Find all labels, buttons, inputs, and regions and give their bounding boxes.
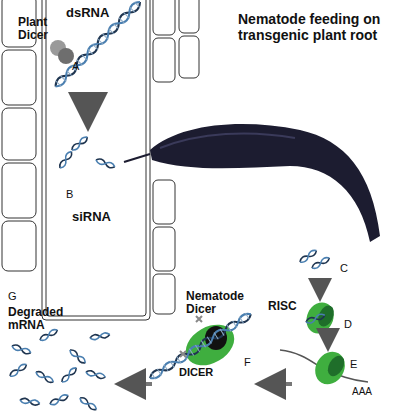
step-letter: A [72,60,86,72]
complex-label: RISC [268,300,308,313]
polya-label: AAA [352,386,382,397]
enzyme-label: DICER [178,366,214,378]
title-label: Nematode feeding on transgenic plant roo… [238,12,398,43]
step-letter: C [340,262,354,274]
step-letter: F [244,356,258,368]
step-letter: E [350,358,364,370]
structure-label: siRNA [72,210,122,225]
step-letter: D [344,318,358,330]
structure-label: dsRNA [66,6,126,21]
enzyme-label: Nematode Dicer [186,290,250,317]
step-letter: G [8,290,22,302]
step-letter: B [66,188,80,200]
product-label: Degraded mRNA [8,306,88,333]
enzyme-label: Plant Dicer [18,16,58,43]
